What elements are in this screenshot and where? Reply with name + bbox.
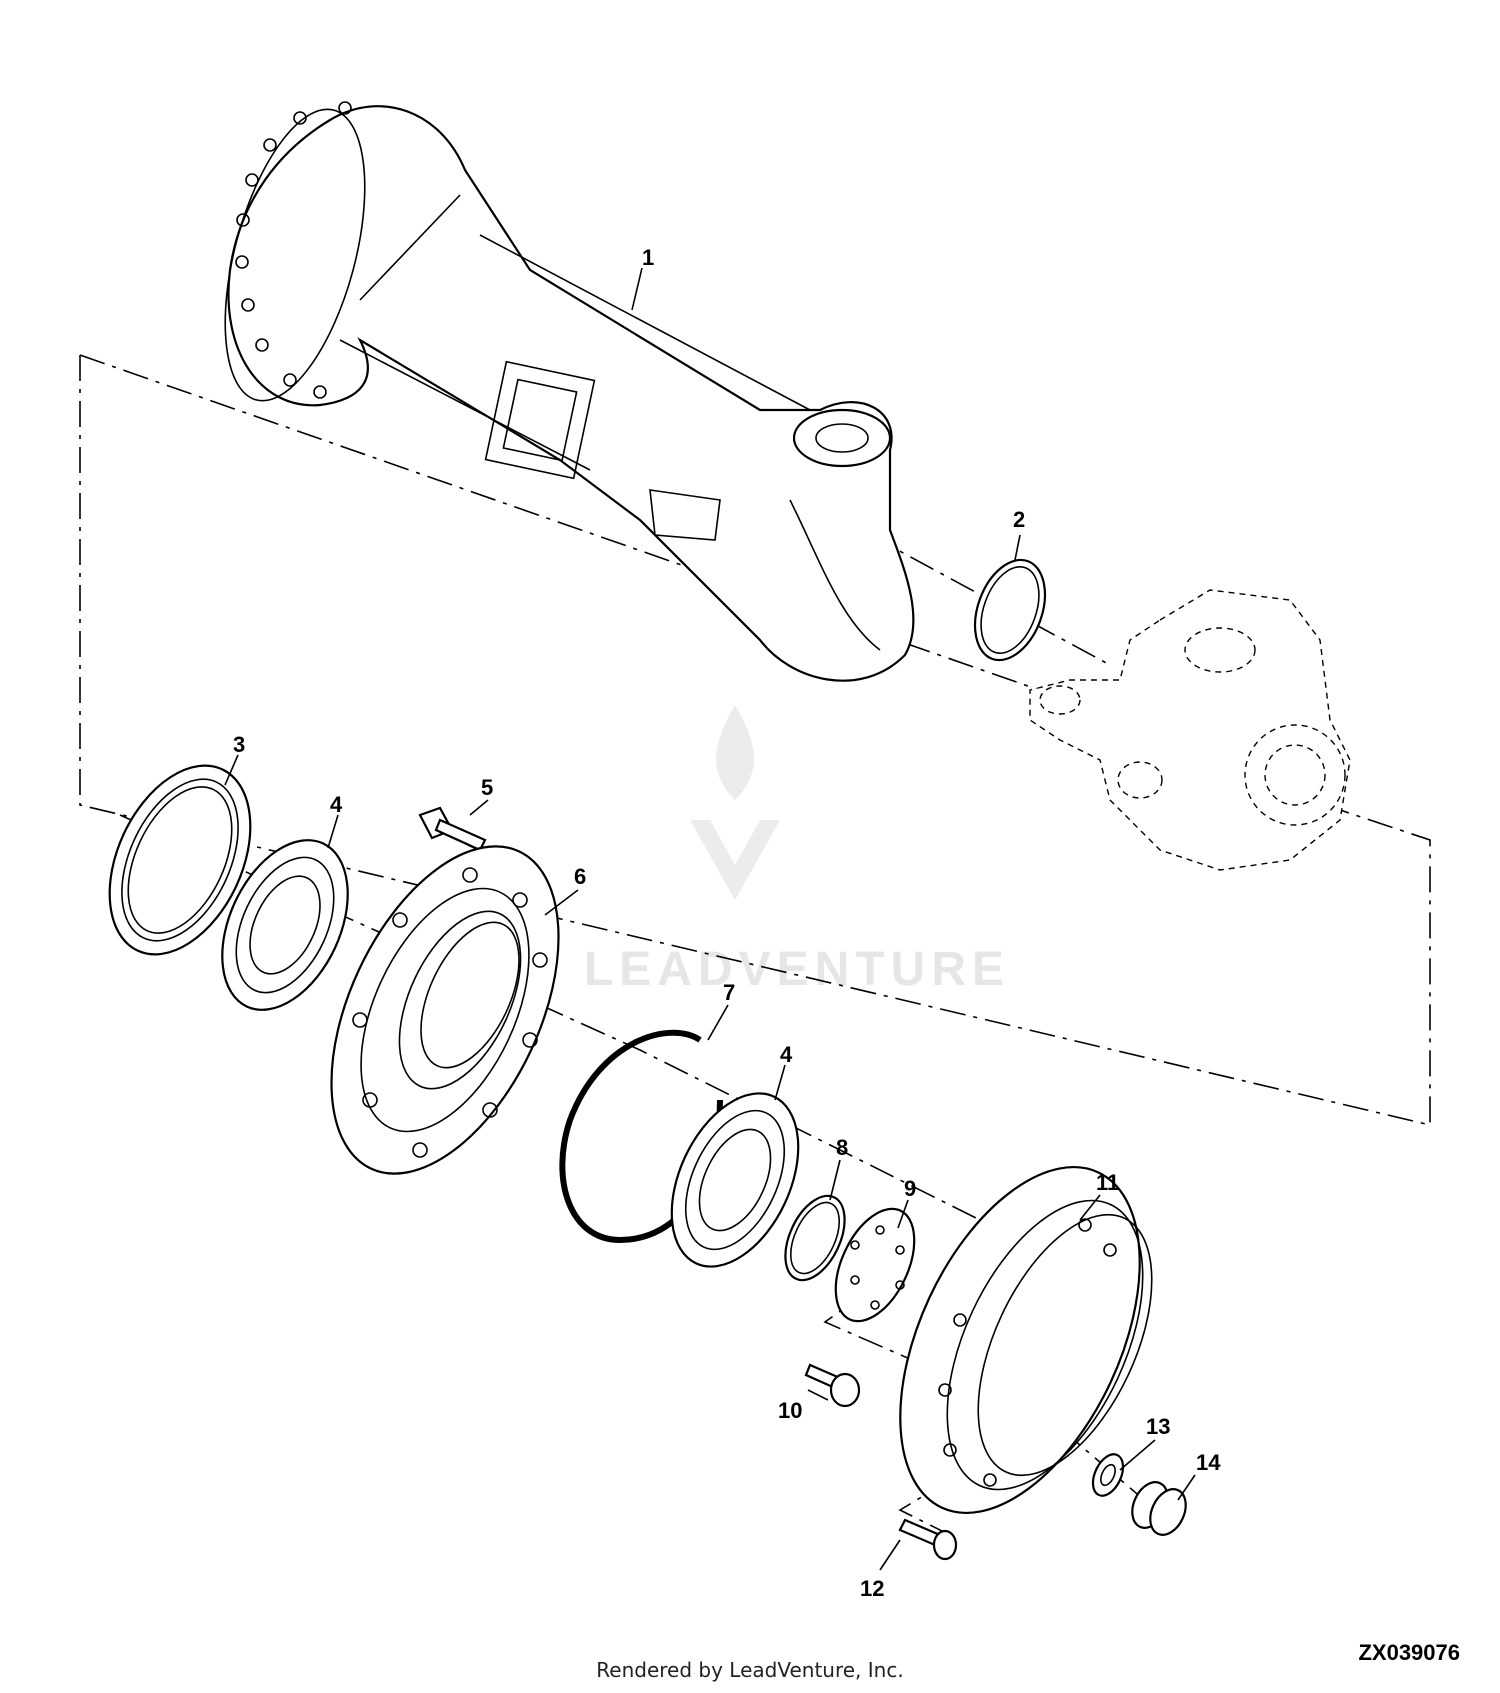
watermark-text: LEADVENTURE <box>584 943 1010 996</box>
callout-12: 12 <box>860 1576 884 1601</box>
callout-4-lower: 4 <box>780 1042 793 1067</box>
callout-3: 3 <box>233 732 245 757</box>
o-ring-part-2 <box>973 558 1047 662</box>
callout-2: 2 <box>1013 507 1025 532</box>
callout-14: 14 <box>1196 1450 1221 1475</box>
o-ring-part-8 <box>784 1194 846 1282</box>
leader-lines <box>224 267 1196 1571</box>
callout-8: 8 <box>836 1135 848 1160</box>
callout-9: 9 <box>904 1176 916 1201</box>
callout-4-upper: 4 <box>330 792 343 817</box>
plate-part-9 <box>834 1207 916 1323</box>
callout-10: 10 <box>778 1398 802 1423</box>
callout-1: 1 <box>642 245 654 270</box>
bolt-part-5 <box>418 806 487 852</box>
callout-11: 11 <box>1096 1170 1119 1195</box>
hub-carrier-part-6 <box>330 845 560 1175</box>
callout-13: 13 <box>1146 1414 1170 1439</box>
bolt-part-12 <box>898 1518 958 1561</box>
bearing-part-4-lower <box>670 1092 800 1268</box>
callout-7: 7 <box>723 980 735 1005</box>
axle-housing-part-1 <box>224 101 915 682</box>
document-id: ZX039076 <box>1358 1640 1460 1665</box>
callout-5: 5 <box>481 775 493 800</box>
render-credit: Rendered by LeadVenture, Inc. <box>596 1658 904 1682</box>
bearing-part-4-upper <box>221 839 349 1011</box>
washer-part-13 <box>1091 1453 1125 1497</box>
watermark-logo: LEADVENTURE <box>584 705 1010 996</box>
steering-knuckle-reference <box>1029 589 1351 871</box>
seal-part-3 <box>108 764 252 956</box>
plug-part-14 <box>1131 1481 1187 1536</box>
hub-cap-part-11 <box>899 1165 1153 1515</box>
callout-6: 6 <box>574 864 586 889</box>
bolt-part-10 <box>804 1363 861 1408</box>
